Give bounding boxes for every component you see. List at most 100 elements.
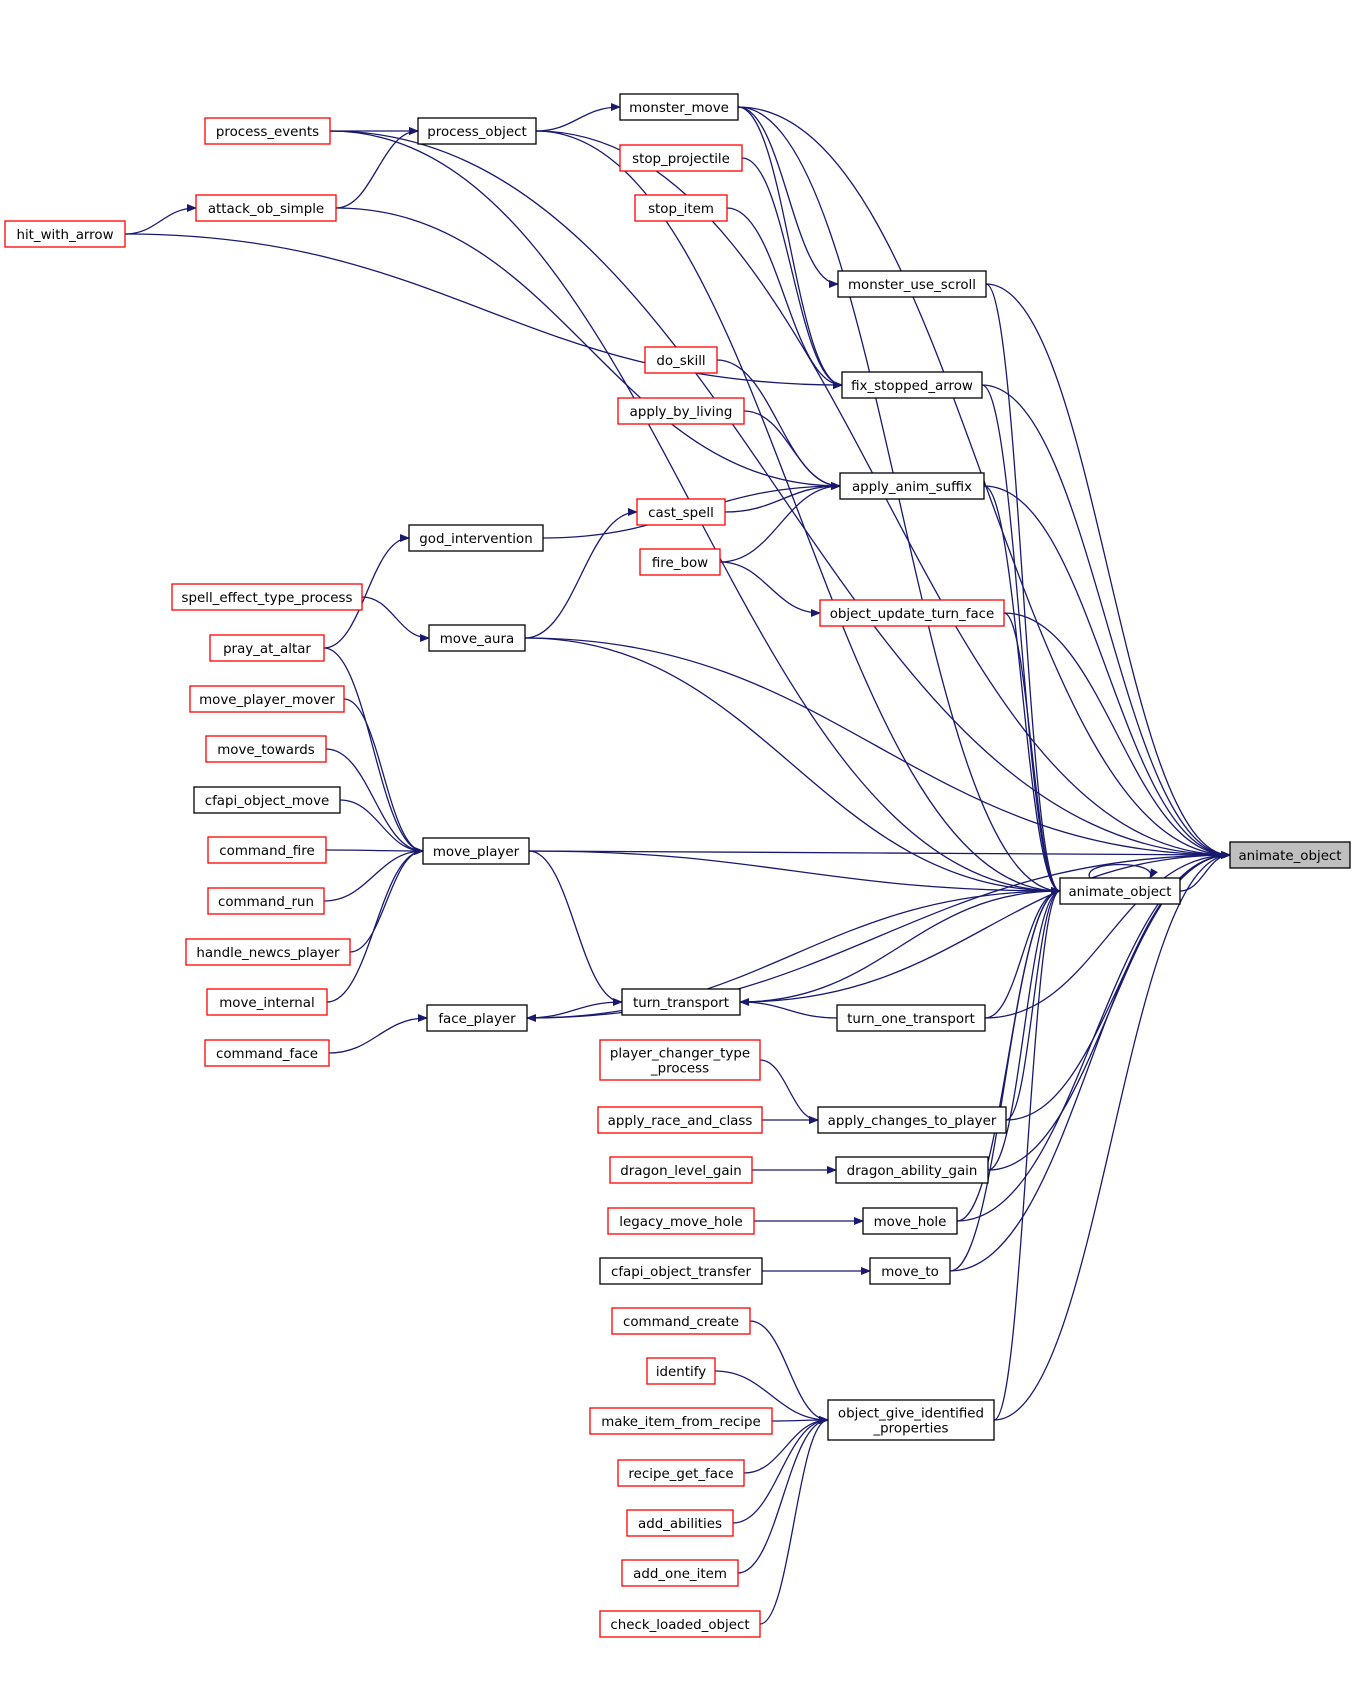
node-pct[interactable]: player_changer_type_process <box>599 1039 761 1081</box>
node-mtw[interactable]: move_towards <box>205 735 327 763</box>
node-mmv[interactable]: monster_move <box>619 93 739 121</box>
node-cfi[interactable]: command_fire <box>207 836 327 864</box>
node-label: command_run <box>218 895 314 910</box>
node-label: cfapi_object_transfer <box>611 1265 752 1280</box>
node-box <box>206 988 328 1016</box>
node-box <box>646 1357 716 1385</box>
edge-com-to-mpl <box>339 799 424 855</box>
node-label: _process <box>650 1062 709 1077</box>
edge-mpl-to-ao <box>528 850 1061 895</box>
node-fpl[interactable]: face_player <box>426 1004 528 1032</box>
node-god[interactable]: god_intervention <box>408 524 544 552</box>
edge-hwa-to-aos <box>124 204 197 235</box>
node-aas[interactable]: apply_anim_suffix <box>839 472 985 500</box>
node-ccr[interactable]: command_create <box>611 1307 751 1335</box>
node-box <box>4 220 126 248</box>
node-box <box>193 786 341 814</box>
node-label: move_player <box>433 845 520 860</box>
node-idf[interactable]: identify <box>646 1357 716 1385</box>
node-mau[interactable]: move_aura <box>428 624 526 652</box>
edge-path <box>983 485 1061 895</box>
edge-paa-to-god <box>323 534 410 649</box>
edge-mus-to-root <box>985 283 1231 859</box>
node-box <box>819 599 1005 627</box>
node-setp[interactable]: spell_effect_type_process <box>171 583 363 611</box>
node-rgf[interactable]: recipe_get_face <box>617 1459 745 1487</box>
node-box <box>189 685 345 713</box>
edge-path <box>535 130 1061 895</box>
node-arc[interactable]: apply_race_and_class <box>597 1106 763 1134</box>
edge-path <box>524 637 1231 859</box>
edge-fbw-to-otf <box>719 561 821 617</box>
node-mifr[interactable]: make_item_from_recipe <box>589 1407 773 1435</box>
node-label: cfapi_object_move <box>205 794 330 809</box>
node-label: legacy_move_hole <box>619 1215 742 1230</box>
node-fsa[interactable]: fix_stopped_arrow <box>841 371 983 399</box>
node-box <box>185 938 351 966</box>
node-label: apply_anim_suffix <box>852 480 972 495</box>
edge-path <box>726 207 843 389</box>
node-label: animate_object <box>1068 885 1171 900</box>
node-dsk[interactable]: do_skill <box>644 346 718 374</box>
edge-ogip-to-ao <box>993 887 1061 1421</box>
node-aab[interactable]: add_abilities <box>626 1509 734 1537</box>
node-hnp[interactable]: handle_newcs_player <box>185 938 351 966</box>
edge-pob-to-ao <box>535 130 1061 895</box>
node-paa[interactable]: pray_at_altar <box>209 634 325 662</box>
node-mpl[interactable]: move_player <box>422 837 530 865</box>
edge-path <box>987 887 1061 1171</box>
node-mus[interactable]: monster_use_scroll <box>837 270 987 298</box>
node-csp[interactable]: cast_spell <box>636 498 726 526</box>
node-label: _properties <box>872 1422 948 1437</box>
node-ttr[interactable]: turn_transport <box>621 988 741 1016</box>
node-box <box>209 634 325 662</box>
node-box <box>422 837 530 865</box>
edge-ao-to-ao <box>1088 863 1158 879</box>
node-label: apply_by_living <box>630 405 733 420</box>
edge-dag-to-ao <box>987 887 1061 1171</box>
edge-pct-to-actp <box>759 1059 819 1124</box>
node-mto[interactable]: move_to <box>869 1257 951 1285</box>
edge-path <box>956 851 1231 1222</box>
node-dag[interactable]: dragon_ability_gain <box>835 1156 989 1184</box>
node-ogip[interactable]: object_give_identified_properties <box>827 1399 995 1441</box>
edge-layer <box>124 103 1231 1625</box>
node-stp[interactable]: stop_projectile <box>619 144 743 172</box>
node-label: add_one_item <box>633 1567 727 1582</box>
edge-path <box>984 887 1061 1019</box>
node-dlg[interactable]: dragon_level_gain <box>609 1156 753 1184</box>
node-cfa[interactable]: command_face <box>204 1039 330 1067</box>
node-min[interactable]: move_internal <box>206 988 328 1016</box>
edge-path <box>743 410 841 490</box>
edge-mmv-to-mus <box>737 106 839 288</box>
edge-path <box>528 850 1061 895</box>
node-mpm[interactable]: move_player_mover <box>189 685 345 713</box>
node-tot[interactable]: turn_one_transport <box>836 1004 986 1032</box>
node-abl[interactable]: apply_by_living <box>617 397 745 425</box>
edge-path <box>949 887 1061 1272</box>
node-mho[interactable]: move_hole <box>862 1207 958 1235</box>
node-ao[interactable]: animate_object <box>1059 877 1181 905</box>
node-clo[interactable]: check_loaded_object <box>599 1610 761 1638</box>
edge-path <box>335 127 419 209</box>
node-otf[interactable]: object_update_turn_face <box>819 599 1005 627</box>
node-aoi[interactable]: add_one_item <box>621 1559 739 1587</box>
node-pev[interactable]: process_events <box>204 117 331 145</box>
node-fbw[interactable]: fire_bow <box>639 548 721 576</box>
node-pob[interactable]: process_object <box>417 117 537 145</box>
edge-tot-to-root <box>984 851 1231 1019</box>
node-com[interactable]: cfapi_object_move <box>193 786 341 814</box>
node-cot[interactable]: cfapi_object_transfer <box>599 1257 763 1285</box>
node-hwa[interactable]: hit_with_arrow <box>4 220 126 248</box>
node-sti[interactable]: stop_item <box>634 194 728 222</box>
edge-path <box>335 207 841 490</box>
node-aos[interactable]: attack_ob_simple <box>195 194 337 222</box>
edge-abl-to-aas <box>743 410 841 490</box>
edge-actp-to-ao <box>1005 887 1061 1121</box>
edge-ao-to-root <box>1179 851 1231 892</box>
node-lmh[interactable]: legacy_move_hole <box>607 1207 755 1235</box>
node-actp[interactable]: apply_changes_to_player <box>817 1106 1007 1134</box>
node-label: apply_race_and_class <box>608 1114 753 1129</box>
edge-mpl-to-ttr <box>528 850 623 1006</box>
node-crn[interactable]: command_run <box>207 887 325 915</box>
